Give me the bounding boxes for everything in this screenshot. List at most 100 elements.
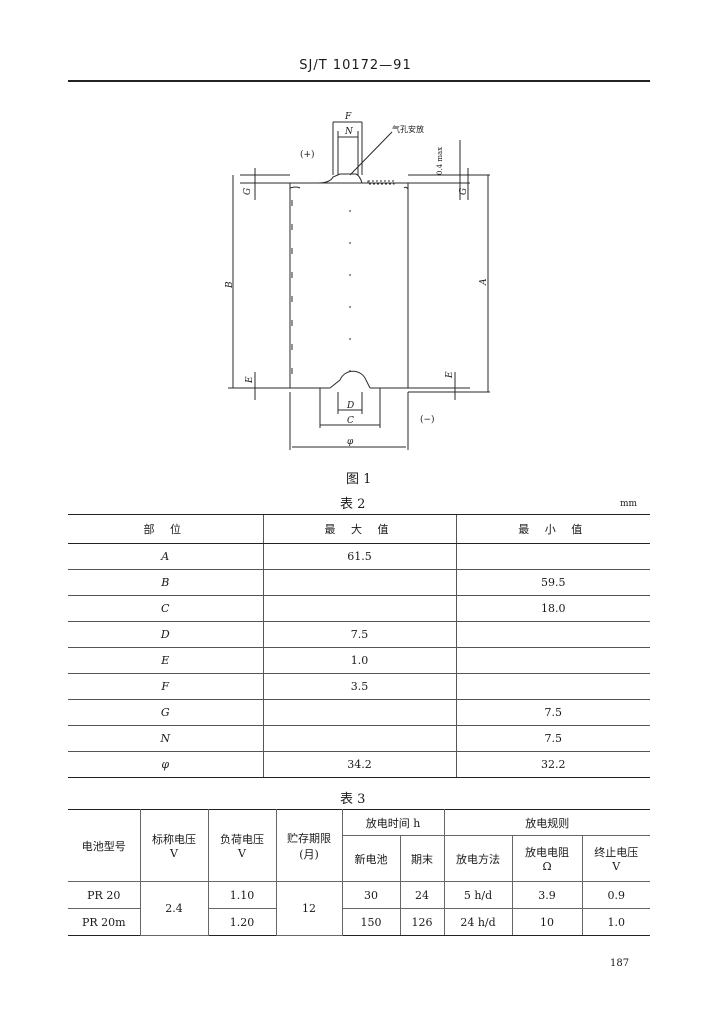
positive-terminal-label: (+) (300, 149, 315, 160)
header-nominal-voltage: 标称电压 V (139, 809, 209, 882)
table-cell: 150 (341, 908, 401, 936)
header-storage-text: 贮存期限 (287, 831, 331, 845)
dim-label-phi: φ (347, 437, 354, 447)
header-nominal-voltage-text: 标称电压 (152, 833, 196, 846)
header-discharge-rules: 放电规则 (443, 809, 650, 836)
header-discharge-resistance-text: 放电电阻 (525, 846, 569, 859)
table-cell: 18.0 (455, 595, 650, 622)
table-cell: 10 (511, 908, 583, 936)
header-discharge-resistance-unit: Ω (542, 860, 552, 873)
table-row: φ 34.2 32.2 (68, 751, 650, 778)
table-cell (262, 699, 456, 726)
table2-header-cell: 最 小 值 (455, 514, 650, 544)
table-cell: E (68, 647, 263, 674)
table-row: A 61.5 (68, 543, 650, 570)
table-cell: 2.4 (139, 881, 209, 936)
table-cell: 7.5 (262, 621, 456, 648)
table-cell: 1.10 (207, 881, 277, 909)
header-storage: 贮存期限 (月) (275, 809, 343, 882)
table-cell: 61.5 (262, 543, 456, 570)
table-cell: A (68, 543, 263, 570)
table-cell: 1.20 (207, 908, 277, 936)
header-load-voltage-text: 负荷电压 (220, 833, 264, 846)
header-rule (68, 80, 650, 82)
header-load-voltage: 负荷电压 V (207, 809, 277, 882)
table-cell: 0.9 (581, 881, 650, 909)
table-cell: 126 (399, 908, 445, 936)
page-number: 187 (610, 958, 630, 969)
table-cell: 59.5 (455, 569, 650, 596)
table-cell: 1.0 (581, 908, 650, 936)
table-cell (455, 543, 650, 570)
table-cell: N (68, 725, 263, 752)
table2-header-cell: 部 位 (68, 514, 263, 544)
table-row: F 3.5 (68, 673, 650, 700)
dim-label-E-right: E (445, 371, 455, 379)
header-discharge-time: 放电时间 h (341, 809, 445, 836)
table-row: E 1.0 (68, 647, 650, 674)
table-row: N 7.5 (68, 725, 650, 752)
table-row: C 18.0 (68, 595, 650, 622)
table2-header-row: 部 位 最 大 值 最 小 值 (68, 514, 650, 544)
dim-label-N: N (344, 127, 354, 137)
dim-label-F: F (344, 112, 352, 122)
header-expired: 期末 (399, 835, 445, 882)
table-cell: 32.2 (455, 751, 650, 778)
header-model: 电池型号 (68, 809, 141, 882)
table2-caption: 表 2 (340, 497, 366, 512)
table-cell: 34.2 (262, 751, 456, 778)
dim-label-04max: 0.4 max (436, 147, 444, 175)
dim-label-B: B (225, 281, 235, 289)
table2-unit: mm (620, 499, 638, 509)
dim-label-E-left: E (245, 376, 255, 384)
header-nominal-voltage-unit: V (170, 847, 178, 860)
table-cell (262, 569, 456, 596)
table-row: PR 20 2.4 1.10 12 30 24 5 h/d 3.9 0.9 (68, 881, 650, 936)
table-cell: 24 (399, 881, 445, 909)
table-cell: 5 h/d (443, 881, 513, 909)
table2: 部 位 最 大 值 最 小 值 A 61.5 B 59.5 C 18.0 D 7… (68, 514, 650, 778)
table-cell: 7.5 (455, 725, 650, 752)
pressure-relief-label: 气孔安放 (392, 124, 424, 134)
header-new-battery: 新电池 (342, 835, 401, 882)
negative-terminal-label: (−) (420, 414, 435, 425)
table-cell: φ (68, 751, 263, 778)
top-insulator-dash (367, 180, 395, 185)
table-row: B 59.5 (68, 569, 650, 596)
battery-body-outline (289, 183, 409, 389)
header-discharge-resistance: 放电电阻 Ω (511, 835, 583, 882)
dim-label-G-right: G (459, 188, 469, 195)
header-end-voltage-text: 终止电压 (594, 846, 639, 859)
table-cell: B (68, 569, 263, 596)
header-end-voltage-unit: V (612, 860, 621, 873)
battery-dimension-drawing: F N (+) 气孔安放 0.4 max G G B A E E D C φ (… (225, 112, 490, 450)
table-cell: C (68, 595, 263, 622)
table-cell (455, 673, 650, 700)
table-row: G 7.5 (68, 699, 650, 726)
dim-label-D: D (346, 401, 354, 411)
table-cell: PR 20m (68, 908, 141, 936)
table2-header-cell: 最 大 值 (262, 514, 456, 544)
table-cell: 30 (341, 881, 401, 909)
table-cell (262, 725, 456, 752)
table-cell: 1.0 (262, 647, 456, 674)
table-cell (455, 621, 650, 648)
table-cell: 12 (275, 881, 343, 936)
negative-terminal-outline (329, 370, 371, 389)
table-cell (262, 595, 456, 622)
dim-label-A: A (479, 278, 489, 286)
header-end-voltage: 终止电压 V (581, 835, 650, 882)
table-row: PR 20m 1.20 150 126 24 h/d 10 1.0 (68, 908, 650, 936)
table-cell (455, 647, 650, 674)
table-cell: 3.9 (511, 881, 583, 909)
table-cell: PR 20 (68, 881, 141, 909)
table-cell: F (68, 673, 263, 700)
header-load-voltage-unit: V (238, 847, 246, 860)
table-cell: G (68, 699, 263, 726)
standard-code: SJ/T 10172—91 (299, 58, 412, 73)
table-cell: 3.5 (262, 673, 456, 700)
positive-terminal-outline (317, 173, 363, 184)
table3: 电池型号 标称电压 V 负荷电压 V 贮存期限 (月) 放电时间 h 放电规则 … (68, 809, 650, 936)
dim-label-C: C (347, 416, 354, 426)
table-cell: D (68, 621, 263, 648)
